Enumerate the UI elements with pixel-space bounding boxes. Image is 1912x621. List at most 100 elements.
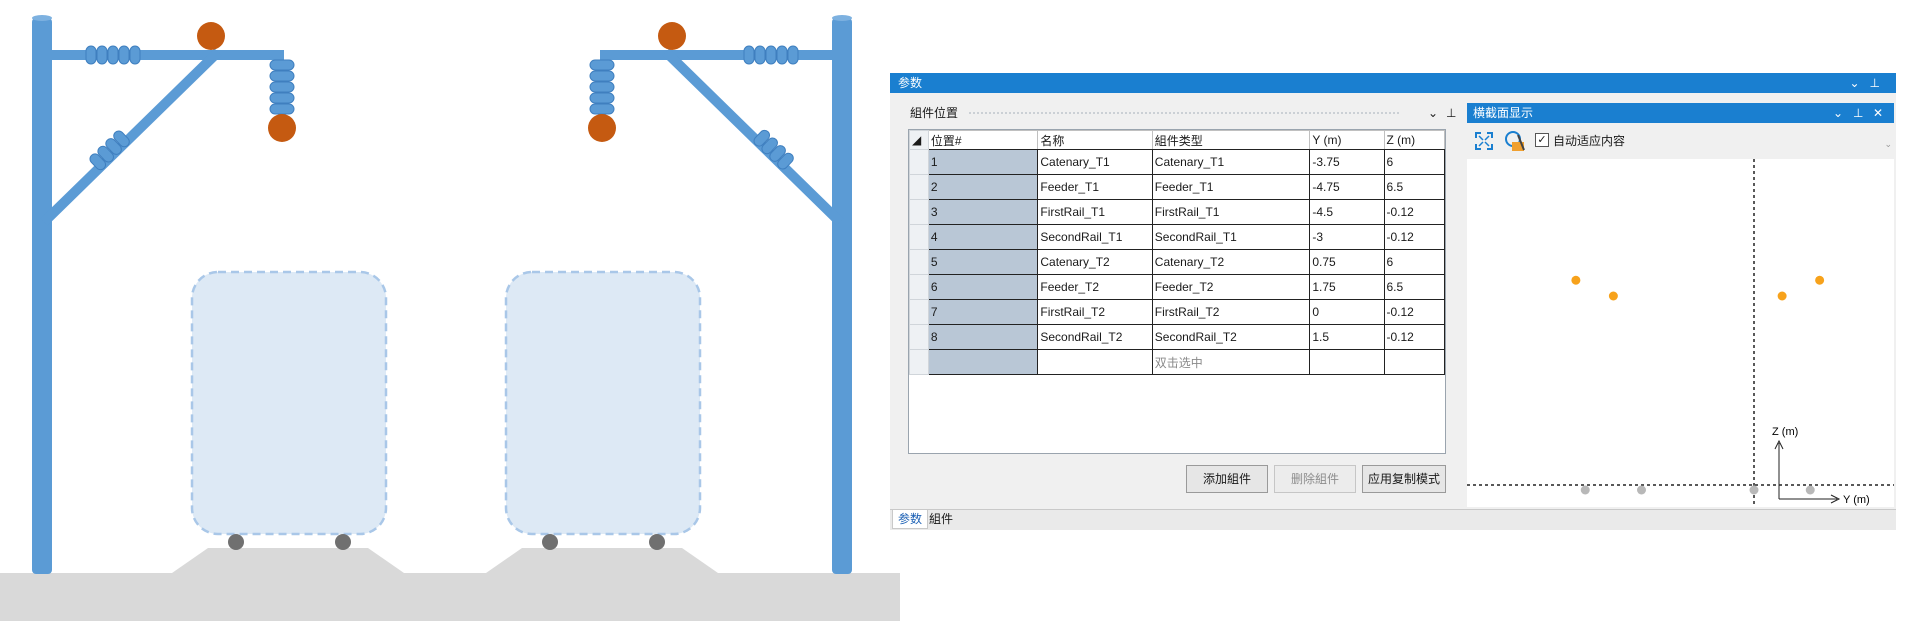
- select-all-corner[interactable]: ◢: [909, 130, 929, 150]
- cell-type[interactable]: Catenary_T2: [1151, 249, 1311, 275]
- cell-z[interactable]: 6: [1383, 149, 1445, 175]
- cell-z[interactable]: -0.12: [1383, 224, 1445, 250]
- new-row-cell[interactable]: [909, 349, 929, 375]
- cell-y[interactable]: 1.75: [1309, 274, 1385, 300]
- pin-icon[interactable]: ⊥: [1853, 106, 1864, 120]
- cell-position[interactable]: 7: [927, 299, 1039, 325]
- col-header-position[interactable]: 位置#: [927, 130, 1039, 150]
- cell-y[interactable]: -4.5: [1309, 199, 1385, 225]
- cell-y[interactable]: 0.75: [1309, 249, 1385, 275]
- tab-components[interactable]: 組件: [929, 512, 954, 526]
- cell-position[interactable]: 4: [927, 224, 1039, 250]
- row-header[interactable]: [909, 299, 929, 325]
- cell-position[interactable]: 6: [927, 274, 1039, 300]
- cell-z[interactable]: 6.5: [1383, 174, 1445, 200]
- bottom-tabs: 参数 組件: [890, 509, 1896, 530]
- new-row-cell[interactable]: [927, 349, 1039, 375]
- rail-point[interactable]: [1749, 485, 1759, 495]
- cell-name[interactable]: SecondRail_T2: [1037, 324, 1153, 350]
- new-row-hint[interactable]: 双击选中: [1151, 349, 1311, 375]
- cell-name[interactable]: Feeder_T1: [1037, 174, 1153, 200]
- cell-position[interactable]: 5: [927, 249, 1039, 275]
- apply-copy-mode-button[interactable]: 应用复制模式: [1362, 465, 1446, 493]
- rail-point[interactable]: [1637, 485, 1646, 495]
- cell-type[interactable]: FirstRail_T1: [1151, 199, 1311, 225]
- cell-z[interactable]: -0.12: [1383, 199, 1445, 225]
- cell-name[interactable]: Feeder_T2: [1037, 274, 1153, 300]
- col-header-type[interactable]: 組件类型: [1151, 130, 1311, 150]
- chevron-down-icon[interactable]: ⌄: [1849, 76, 1870, 90]
- cell-y[interactable]: 1.5: [1309, 324, 1385, 350]
- cell-z[interactable]: 6: [1383, 249, 1445, 275]
- cell-position[interactable]: 3: [927, 199, 1039, 225]
- row-header[interactable]: [909, 249, 929, 275]
- cell-z[interactable]: 6.5: [1383, 274, 1445, 300]
- catenary-illustration: [0, 15, 900, 621]
- cross-section-canvas[interactable]: Z (m) Y (m): [1467, 159, 1894, 507]
- cell-type[interactable]: Feeder_T1: [1151, 174, 1311, 200]
- cell-type[interactable]: FirstRail_T2: [1151, 299, 1311, 325]
- cell-name[interactable]: FirstRail_T1: [1037, 199, 1153, 225]
- cell-position[interactable]: 2: [927, 174, 1039, 200]
- tab-parameters[interactable]: 参数: [892, 510, 929, 529]
- cell-y[interactable]: -3: [1309, 224, 1385, 250]
- fit-view-icon[interactable]: [1475, 132, 1493, 150]
- cell-z[interactable]: -0.12: [1383, 324, 1445, 350]
- cell-type[interactable]: Feeder_T2: [1151, 274, 1311, 300]
- conductor-point[interactable]: [1571, 275, 1581, 285]
- wheel: [335, 534, 351, 550]
- row-header[interactable]: [909, 224, 929, 250]
- select-tool-icon[interactable]: [1503, 129, 1527, 153]
- row-header[interactable]: [909, 199, 929, 225]
- wheel: [542, 534, 558, 550]
- cell-y[interactable]: -4.75: [1309, 174, 1385, 200]
- cell-name[interactable]: Catenary_T2: [1037, 249, 1153, 275]
- pin-icon[interactable]: ⊥: [1446, 106, 1457, 120]
- cell-type[interactable]: SecondRail_T2: [1151, 324, 1311, 350]
- chevron-down-icon[interactable]: ⌄: [1428, 106, 1439, 120]
- cell-type[interactable]: Catenary_T1: [1151, 149, 1311, 175]
- cell-position[interactable]: 1: [927, 149, 1039, 175]
- cross-section-toolbar: ✓ 自动适应内容 ⌄: [1467, 123, 1894, 159]
- parameters-panel: 参数 ⌄⊥ 組件位置 ⌄ ⊥ ◢ 位置# 名称 組件类型 Y (m) Z (m)…: [890, 73, 1896, 530]
- row-header[interactable]: [909, 324, 929, 350]
- rail-point[interactable]: [1805, 485, 1815, 495]
- close-icon[interactable]: ✕: [1873, 106, 1884, 120]
- cell-position[interactable]: 8: [927, 324, 1039, 350]
- cell-name[interactable]: FirstRail_T2: [1037, 299, 1153, 325]
- row-header[interactable]: [909, 174, 929, 200]
- cell-name[interactable]: Catenary_T1: [1037, 149, 1153, 175]
- cell-y[interactable]: -3.75: [1309, 149, 1385, 175]
- row-header[interactable]: [909, 149, 929, 175]
- cell-name[interactable]: SecondRail_T1: [1037, 224, 1153, 250]
- auto-fit-checkbox[interactable]: ✓: [1535, 133, 1549, 147]
- new-row-cell[interactable]: [1037, 349, 1153, 375]
- cell-type[interactable]: SecondRail_T1: [1151, 224, 1311, 250]
- delete-component-button[interactable]: 删除組件: [1274, 465, 1356, 493]
- rail-point[interactable]: [1580, 485, 1590, 495]
- row-header[interactable]: [909, 274, 929, 300]
- col-header-z[interactable]: Z (m): [1383, 130, 1445, 150]
- cell-y[interactable]: 0: [1309, 299, 1385, 325]
- new-row-cell[interactable]: [1383, 349, 1445, 375]
- cell-z[interactable]: -0.12: [1383, 299, 1445, 325]
- chevron-down-icon[interactable]: ⌄: [1833, 106, 1844, 120]
- conductor-point[interactable]: [1777, 291, 1787, 301]
- pin-icon[interactable]: ⊥: [1869, 76, 1890, 90]
- new-row[interactable]: 双击选中: [909, 349, 1445, 375]
- col-header-name[interactable]: 名称: [1037, 130, 1153, 150]
- new-row-cell[interactable]: [1309, 349, 1385, 375]
- col-header-y[interactable]: Y (m): [1309, 130, 1385, 150]
- conductor-point[interactable]: [1608, 291, 1618, 301]
- add-component-button[interactable]: 添加組件: [1186, 465, 1268, 493]
- conductor-point[interactable]: [1815, 275, 1825, 285]
